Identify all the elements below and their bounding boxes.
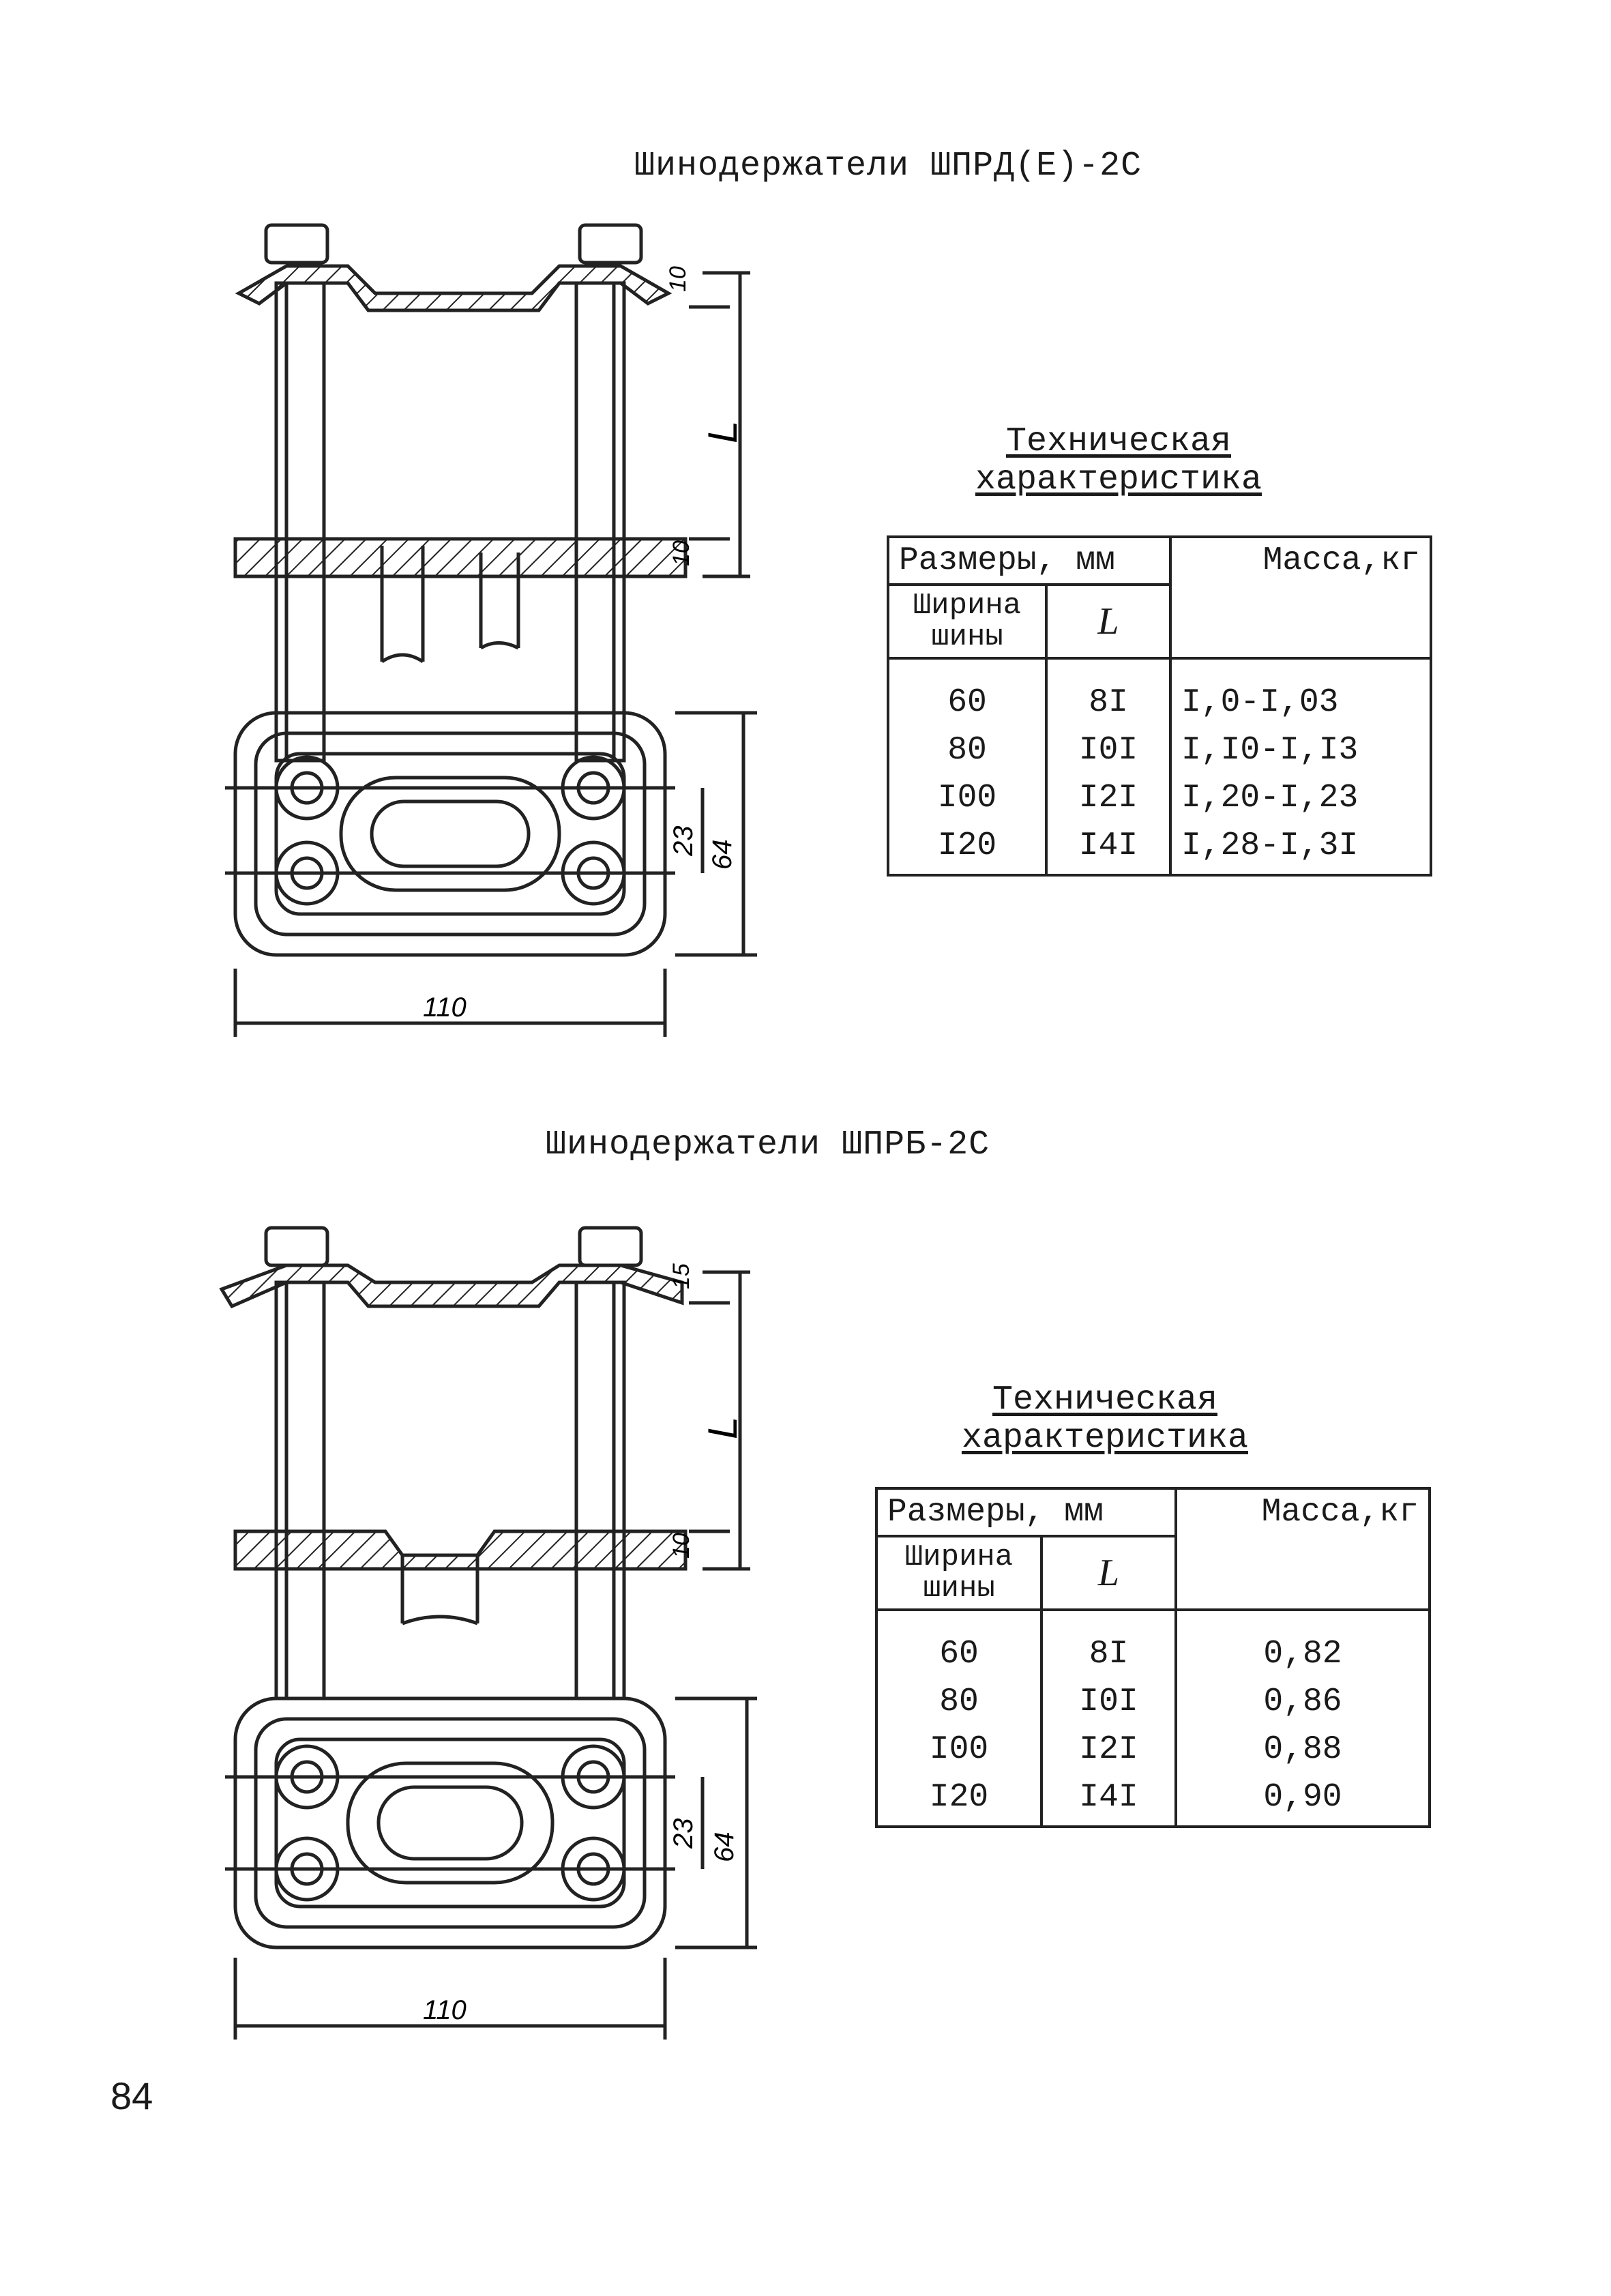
cell-L: I2I	[1079, 1731, 1138, 1768]
section-2-title: Шинодержатели ШПРБ-2С	[546, 1125, 990, 1164]
L-column: 8I I0I I2I I4I	[1045, 657, 1172, 877]
section-1-title: Шинодержатели ШПРД(Е)-2С	[634, 147, 1142, 186]
plan-view	[225, 711, 757, 1037]
col-mass-header: Масса,кг	[1174, 1487, 1431, 1611]
spec-title-2: Техническая характеристика	[941, 1381, 1269, 1458]
width-column: 60 80 I00 I20	[875, 1608, 1043, 1828]
cell-mass: 0,82	[1263, 1636, 1342, 1673]
cell-width: 60	[947, 684, 987, 721]
spec-title-2-line2: характеристика	[961, 1419, 1249, 1458]
dim-bolt-spacing-label: 23	[668, 1819, 698, 1850]
L-column: 8I I0I I2I I4I	[1040, 1608, 1177, 1828]
cell-mass: I,20-I,23	[1181, 780, 1359, 816]
dim-height-label: 64	[709, 1832, 739, 1863]
cell-mass: I,28-I,3I	[1181, 827, 1359, 864]
plan-view	[225, 1696, 757, 2040]
col-sizes-header: Размеры, мм	[887, 535, 1172, 586]
side-view	[219, 1226, 750, 1701]
cell-width: I00	[937, 780, 997, 816]
cell-L: I4I	[1078, 827, 1138, 864]
cell-mass: I,I0-I,I3	[1181, 732, 1359, 769]
cell-L: I0I	[1078, 732, 1138, 769]
dim-width-label: 110	[423, 1995, 467, 2025]
dim-height-label: 64	[707, 840, 737, 870]
cell-width: 60	[939, 1636, 979, 1673]
cell-width: I00	[929, 1731, 989, 1768]
dim-base-label: 10	[668, 1533, 694, 1559]
spec-title-1-line1: Техническая	[1005, 422, 1232, 461]
cell-mass: I,0-I,03	[1181, 684, 1339, 721]
col-L-header: L	[1040, 1535, 1177, 1611]
spec-table-1: Размеры, мм Масса,кг Ширина шины L 60 80…	[887, 535, 1432, 877]
cell-L: I2I	[1078, 780, 1138, 816]
page-number: 84	[110, 2074, 153, 2117]
busbar-holder-drawing-1: 10 L 10 23 64 110	[225, 223, 757, 1037]
cell-mass: 0,88	[1263, 1731, 1342, 1768]
cell-width: I20	[937, 827, 997, 864]
width-column: 60 80 I00 I20	[887, 657, 1048, 877]
col-L-header: L	[1045, 583, 1172, 660]
cell-width: I20	[929, 1779, 989, 1816]
dim-bolt-spacing-label: 23	[668, 826, 698, 857]
cell-mass: 0,86	[1263, 1683, 1342, 1720]
spec-title-2-line1: Техническая	[992, 1381, 1218, 1419]
cell-L: I0I	[1079, 1683, 1138, 1720]
col-sizes-header: Размеры, мм	[875, 1487, 1177, 1537]
cell-width: 80	[939, 1683, 979, 1720]
cell-L: 8I	[1089, 684, 1128, 721]
mass-column: I,0-I,03 I,I0-I,I3 I,20-I,23 I,28-I,3I	[1169, 657, 1432, 877]
dim-top-label: 15	[668, 1263, 694, 1289]
dim-base-label: 10	[668, 540, 694, 566]
col-width-header: Ширина шины	[887, 583, 1048, 660]
cell-L: 8I	[1089, 1636, 1129, 1673]
col-width-header: Ширина шины	[875, 1535, 1043, 1611]
spec-title-1-line2: характеристика	[975, 460, 1262, 499]
mass-column: 0,82 0,86 0,88 0,90	[1174, 1608, 1431, 1828]
dim-top-label: 10	[665, 266, 691, 292]
spec-table-2: Размеры, мм Масса,кг Ширина шины L 60 80…	[875, 1487, 1431, 1828]
cell-L: I4I	[1079, 1779, 1138, 1816]
dim-length-label: L	[700, 421, 745, 443]
busbar-holder-drawing-2: 15 L 10 23 64 110	[219, 1226, 757, 2040]
cell-mass: 0,90	[1263, 1779, 1342, 1816]
dim-width-label: 110	[423, 992, 467, 1022]
cell-width: 80	[947, 732, 987, 769]
col-mass-header: Масса,кг	[1169, 535, 1432, 660]
spec-title-1: Техническая характеристика	[955, 423, 1282, 499]
side-view	[233, 223, 750, 763]
dim-length-label: L	[700, 1417, 745, 1439]
